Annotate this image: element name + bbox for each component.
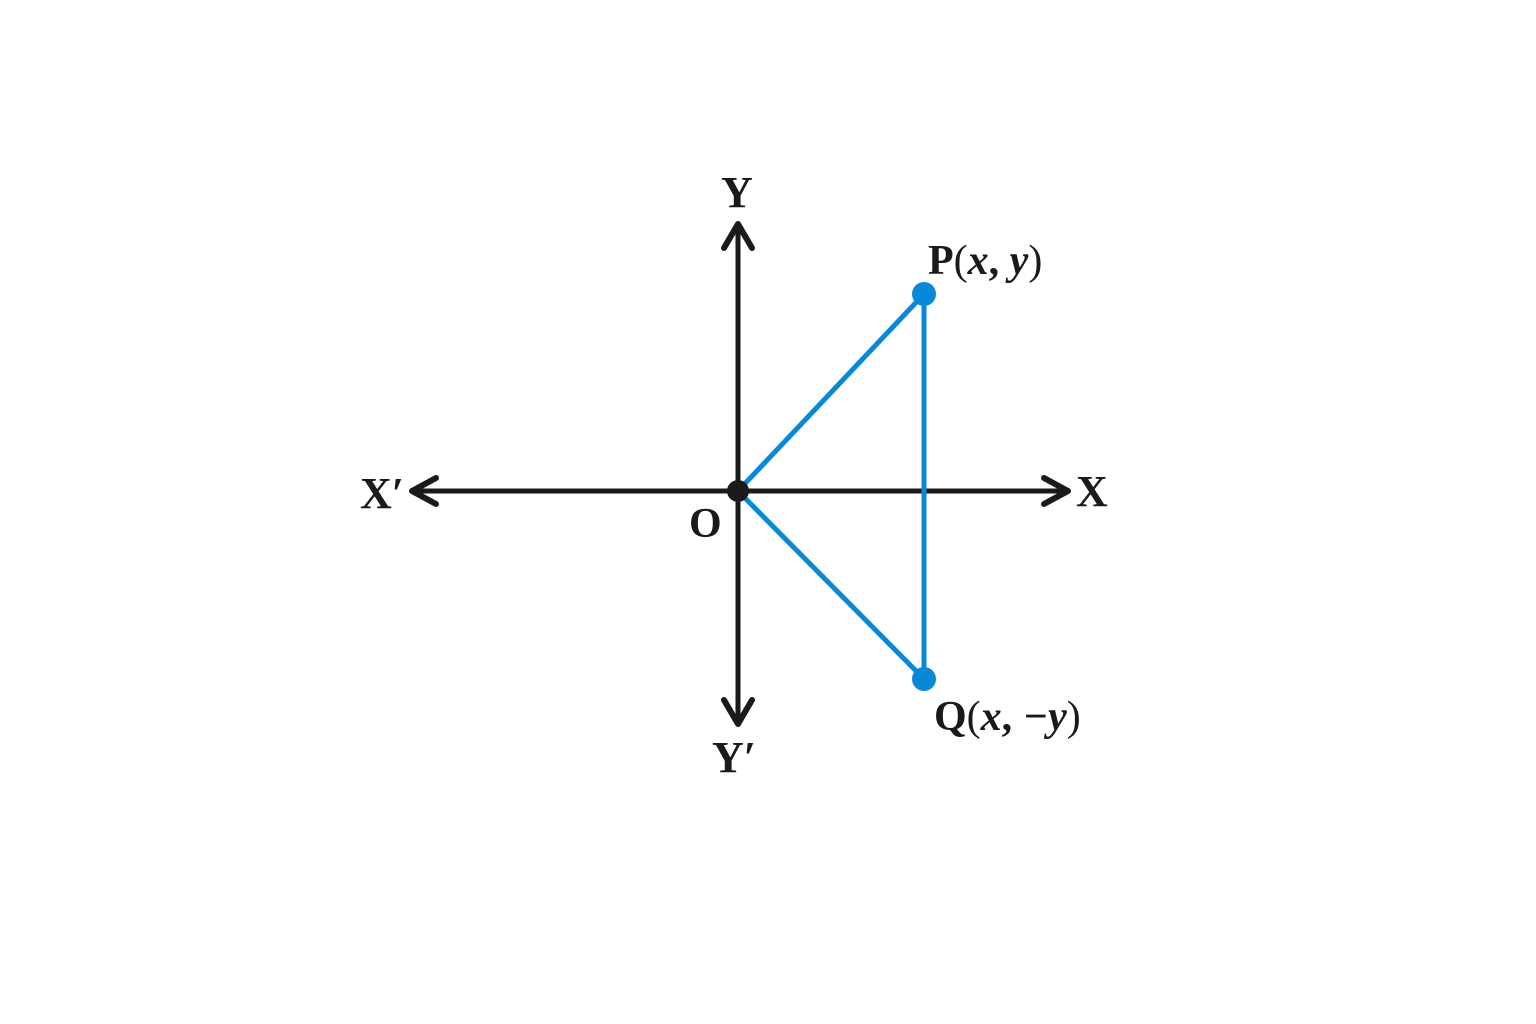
origin-dot	[727, 480, 749, 502]
point-p-label: P(x, y)	[928, 238, 1042, 284]
x-positive-label: X	[1076, 467, 1108, 516]
y-negative-label: Y′	[712, 733, 756, 782]
y-negative-arrow-icon	[721, 697, 755, 727]
segment-op	[735, 291, 927, 494]
segment-oq	[735, 488, 927, 682]
x-negative-arrow-icon	[409, 475, 439, 507]
x-negative-label: X′	[360, 469, 404, 518]
y-positive-arrow-icon	[721, 221, 755, 251]
y-positive-label: Y	[721, 168, 753, 217]
point-q-label: Q(x, −y)	[934, 694, 1081, 740]
triangle-segments	[735, 291, 927, 682]
origin-label: O	[689, 501, 722, 547]
y-axis	[721, 221, 755, 727]
x-positive-arrow-icon	[1041, 475, 1071, 507]
point-p-dot	[912, 282, 936, 306]
point-q-dot	[912, 667, 936, 691]
